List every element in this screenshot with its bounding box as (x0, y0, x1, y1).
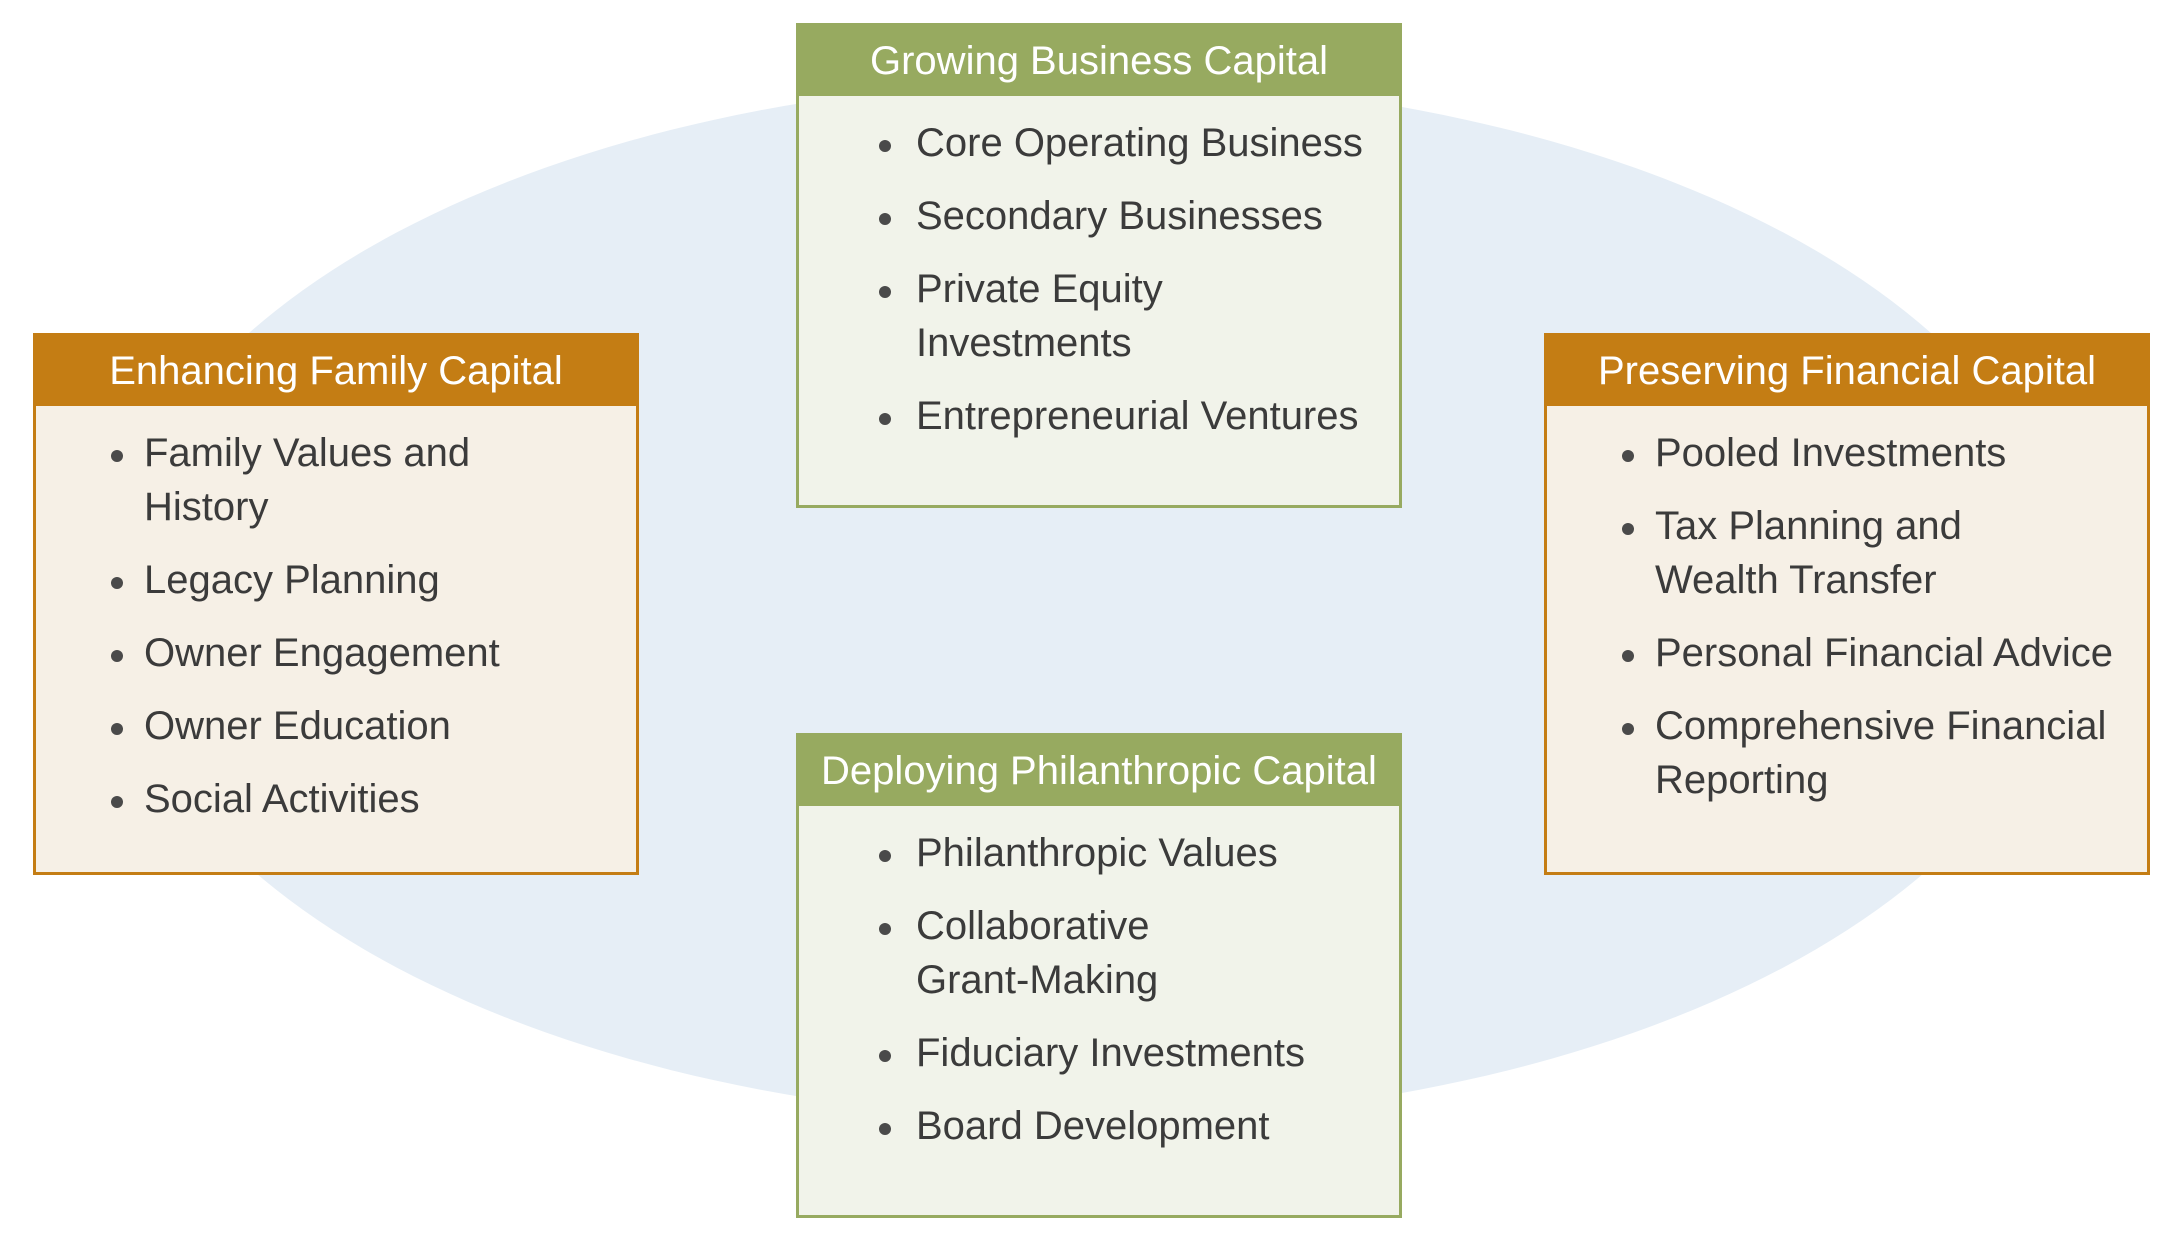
bullet-icon (879, 286, 891, 298)
bullet-icon (111, 577, 123, 589)
list-item: Entrepreneurial Ventures (799, 389, 1399, 443)
family-capital-list: Family Values and History Legacy Plannin… (36, 406, 636, 826)
list-item: Legacy Planning (111, 553, 636, 607)
bullet-icon (1622, 523, 1634, 535)
bullet-icon (1622, 650, 1634, 662)
list-item-label: Owner Engagement (144, 631, 500, 675)
bullet-icon (879, 140, 891, 152)
list-item-label: Collaborative Grant-Making (916, 904, 1159, 1002)
list-item: Private Equity Investments (799, 262, 1399, 370)
list-item: Collaborative Grant-Making (799, 899, 1399, 1007)
philanthropic-capital-list: Philanthropic Values Collaborative Grant… (799, 806, 1399, 1153)
bullet-icon (111, 723, 123, 735)
financial-capital-list: Pooled Investments Tax Planning and Weal… (1547, 406, 2147, 807)
business-capital-list: Core Operating Business Secondary Busine… (799, 96, 1399, 443)
list-item-label: Private Equity Investments (916, 267, 1163, 365)
list-item: Family Values and History (111, 426, 636, 534)
list-item-label: Entrepreneurial Ventures (916, 394, 1359, 438)
bullet-icon (879, 1123, 891, 1135)
bullet-icon (1622, 450, 1634, 462)
list-item-label: Comprehensive Financial Reporting (1655, 704, 2107, 802)
family-capital-title: Enhancing Family Capital (36, 336, 636, 406)
list-item-label: Philanthropic Values (916, 831, 1278, 875)
list-item: Owner Engagement (111, 626, 636, 680)
list-item: Tax Planning and Wealth Transfer (1622, 499, 2147, 607)
list-item-label: Owner Education (144, 704, 451, 748)
list-item-label: Pooled Investments (1655, 431, 2007, 475)
list-item: Owner Education (111, 699, 636, 753)
business-capital-title: Growing Business Capital (799, 26, 1399, 96)
family-capital-box: Enhancing Family Capital Family Values a… (33, 333, 639, 875)
philanthropic-capital-title: Deploying Philanthropic Capital (799, 736, 1399, 806)
bullet-icon (879, 1050, 891, 1062)
list-item: Core Operating Business (799, 116, 1399, 170)
bullet-icon (111, 650, 123, 662)
list-item-label: Personal Financial Advice (1655, 631, 2114, 675)
list-item-label: Legacy Planning (144, 558, 440, 602)
list-item-label: Core Operating Business (916, 121, 1363, 165)
list-item: Pooled Investments (1622, 426, 2147, 480)
list-item: Fiduciary Investments (799, 1026, 1399, 1080)
list-item: Secondary Businesses (799, 189, 1399, 243)
bullet-icon (111, 450, 123, 462)
list-item: Social Activities (111, 772, 636, 826)
bullet-icon (879, 850, 891, 862)
list-item-label: Family Values and History (144, 431, 471, 529)
bullet-icon (879, 413, 891, 425)
list-item: Comprehensive Financial Reporting (1622, 699, 2147, 807)
bullet-icon (1622, 723, 1634, 735)
financial-capital-title: Preserving Financial Capital (1547, 336, 2147, 406)
list-item-label: Board Development (916, 1104, 1270, 1148)
bullet-icon (879, 923, 891, 935)
list-item-label: Tax Planning and Wealth Transfer (1655, 504, 1962, 602)
business-capital-box: Growing Business Capital Core Operating … (796, 23, 1402, 508)
list-item: Board Development (799, 1099, 1399, 1153)
philanthropic-capital-box: Deploying Philanthropic Capital Philanth… (796, 733, 1402, 1218)
list-item-label: Fiduciary Investments (916, 1031, 1306, 1075)
list-item: Personal Financial Advice (1622, 626, 2147, 680)
bullet-icon (111, 796, 123, 808)
list-item: Philanthropic Values (799, 826, 1399, 880)
bullet-icon (879, 213, 891, 225)
financial-capital-box: Preserving Financial Capital Pooled Inve… (1544, 333, 2150, 875)
list-item-label: Secondary Businesses (916, 194, 1323, 238)
list-item-label: Social Activities (144, 777, 420, 821)
